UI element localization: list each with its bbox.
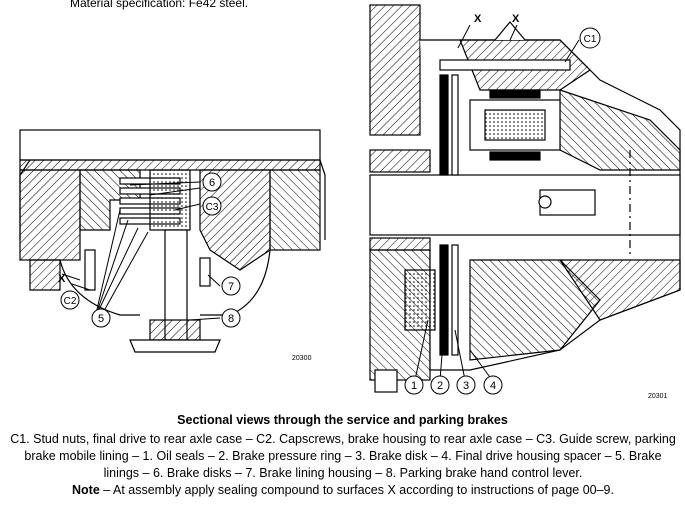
- caption-body: C1. Stud nuts, final drive to rear axle …: [8, 431, 678, 499]
- caption-title: Sectional views through the service and …: [177, 413, 508, 427]
- svg-text:C2: C2: [64, 296, 77, 307]
- note-label: Note: [72, 483, 100, 497]
- marker-x-right-1: X: [474, 13, 482, 25]
- callout-c2: C2: [60, 290, 80, 310]
- callout-c1: C1: [579, 27, 601, 49]
- left-section-view: [19, 129, 326, 353]
- svg-text:2: 2: [437, 380, 443, 392]
- svg-text:4: 4: [490, 380, 496, 392]
- callout-3: 3: [456, 375, 476, 395]
- callout-4: 4: [483, 375, 503, 395]
- marker-x-right-2: X: [512, 13, 520, 25]
- svg-text:3: 3: [463, 380, 469, 392]
- caption-legend-text: C1. Stud nuts, final drive to rear axle …: [10, 432, 676, 480]
- svg-text:8: 8: [228, 313, 234, 325]
- svg-text:C1: C1: [584, 34, 597, 45]
- callout-c3: C3: [202, 196, 222, 216]
- svg-text:5: 5: [98, 313, 104, 325]
- callout-6: 6: [202, 172, 222, 192]
- callout-7: 7: [221, 276, 241, 296]
- callout-2: 2: [430, 375, 450, 395]
- marker-x-left: X: [58, 273, 66, 285]
- callout-8: 8: [221, 308, 241, 328]
- svg-text:6: 6: [209, 177, 215, 189]
- material-specification: Material specification: Fe42 steel.: [70, 0, 249, 10]
- figure-number-left: 20300: [292, 355, 312, 362]
- sectional-drawings: 6 C3 7 8 5 C2 X C1 X X 1 2 3 4 20300: [19, 4, 681, 400]
- callout-5: 5: [91, 308, 111, 328]
- svg-text:C3: C3: [206, 202, 219, 213]
- svg-text:7: 7: [228, 281, 234, 293]
- figure-number-right: 20301: [648, 393, 668, 400]
- callout-1: 1: [404, 375, 424, 395]
- svg-text:1: 1: [411, 380, 417, 392]
- note-text: – At assembly apply sealing compound to …: [99, 483, 614, 497]
- right-section-view: [369, 4, 681, 393]
